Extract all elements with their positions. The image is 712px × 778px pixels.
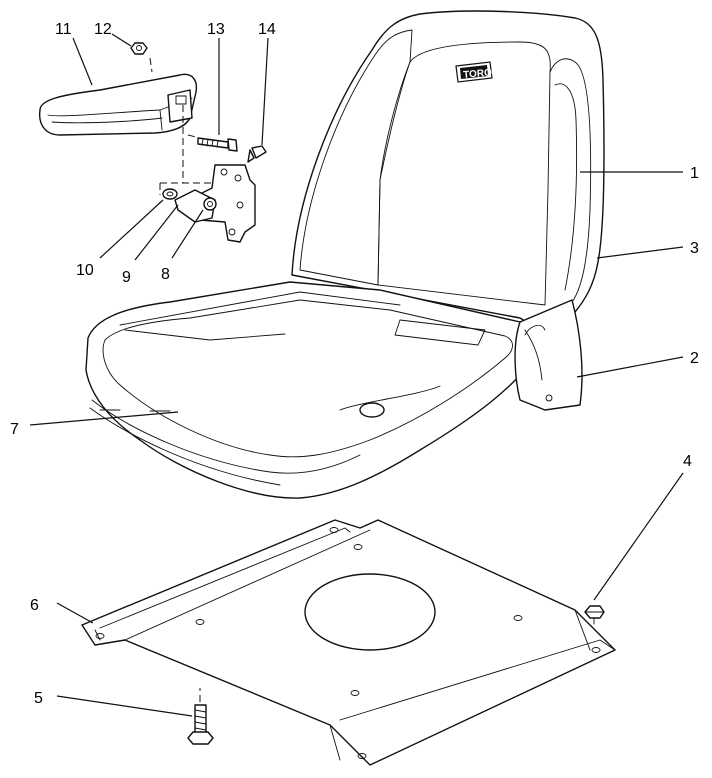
armrest-part-11	[38, 73, 198, 136]
callout-1: 1	[690, 165, 699, 182]
callout-14: 14	[258, 21, 276, 38]
callout-8: 8	[161, 266, 170, 283]
leader-lines	[29, 33, 684, 717]
callout-6: 6	[30, 597, 39, 614]
seat-back-shell	[291, 10, 605, 331]
nut-part-4	[584, 605, 605, 625]
callout-7: 7	[10, 421, 19, 438]
seat-assembly: TORO	[85, 10, 605, 499]
toro-logo: TORO	[455, 61, 493, 83]
callout-11: 11	[55, 21, 72, 38]
seat-back-cushion	[299, 29, 413, 286]
callout-10: 10	[76, 262, 94, 279]
seat-bottom-cushion	[85, 281, 543, 499]
nut-part-12	[130, 42, 153, 73]
callout-12: 12	[94, 21, 112, 38]
callout-3: 3	[690, 240, 699, 257]
callout-4: 4	[683, 453, 692, 470]
bolt-part-5	[187, 688, 214, 745]
callout-9: 9	[122, 269, 131, 286]
armrest-bracket	[159, 105, 256, 243]
callout-13: 13	[207, 21, 225, 38]
logo-text: TORO	[463, 67, 493, 80]
callout-2: 2	[690, 350, 699, 367]
bolt-part-13	[187, 134, 238, 152]
callout-5: 5	[34, 690, 43, 707]
mounting-plate	[81, 519, 616, 766]
screw-part-14	[247, 145, 267, 163]
plate-center-hole	[304, 573, 436, 651]
seat-slot	[394, 319, 486, 346]
callout-labels: 1 3 2 7 4 6 5 11 12 13 14 10 9 8	[10, 21, 699, 707]
seat-adjust-knob	[359, 402, 385, 418]
